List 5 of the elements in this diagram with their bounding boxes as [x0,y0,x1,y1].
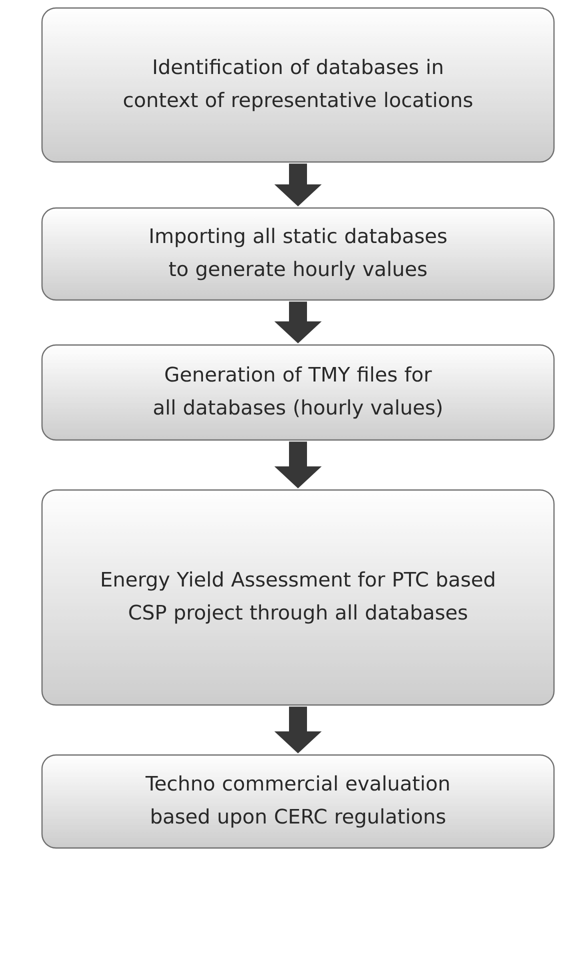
process-box: Generation of TMY files for all databases (hourly values) [41,344,555,441]
process-box: Identification of databases in context of representative locations [41,7,555,163]
process-box: Importing all static databases to generate hourly values [41,207,555,301]
process-box: Energy Yield Assessment for PTC based CSP project through all databases [41,489,555,706]
process-box: Techno commercial evaluation based upon CERC regulations [41,754,555,849]
